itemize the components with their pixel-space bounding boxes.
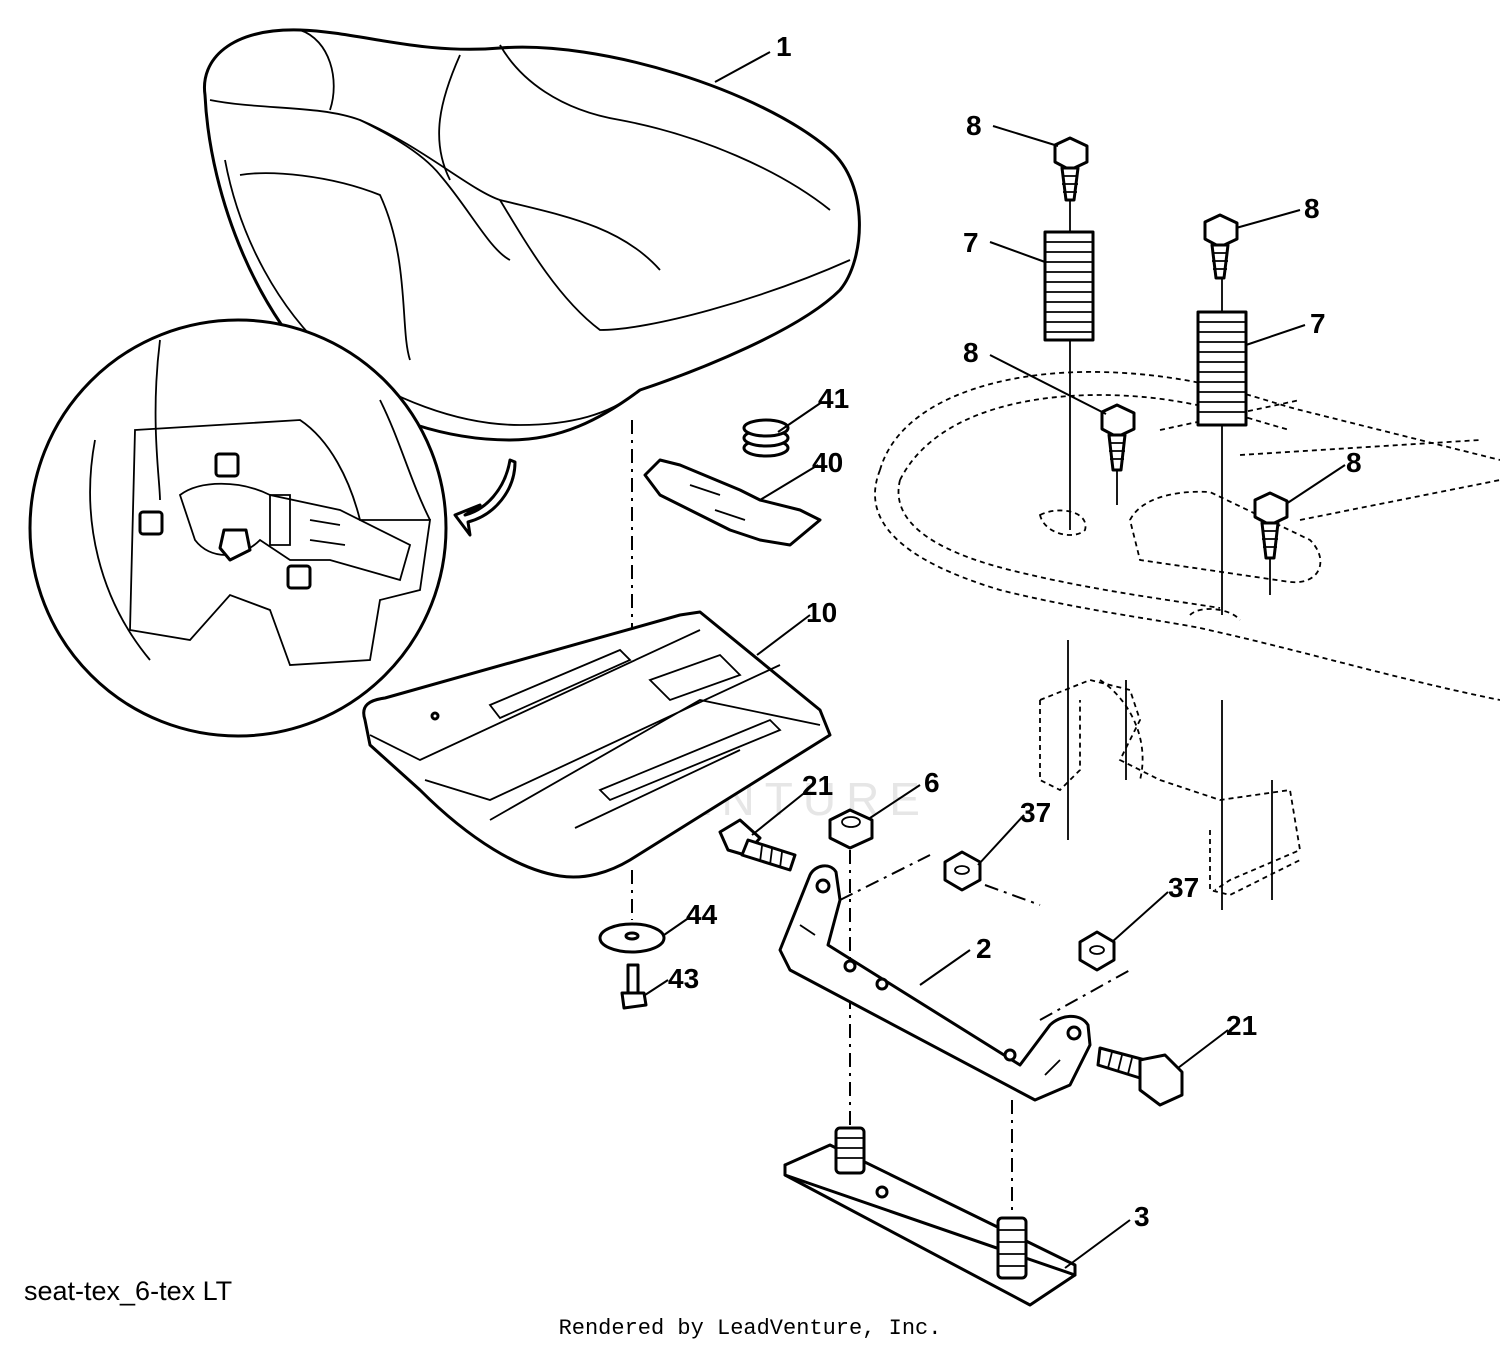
callout-21: 21 xyxy=(1226,1010,1257,1041)
callout-3: 3 xyxy=(1134,1201,1150,1232)
nut-part-6 xyxy=(828,808,874,850)
callout-41: 41 xyxy=(818,383,849,414)
detail-arrow xyxy=(453,458,517,537)
nut-part-37-upper xyxy=(943,850,982,892)
bolt-part-8-top-left xyxy=(1053,136,1089,202)
callout-1: 1 xyxy=(776,31,792,62)
clip-part-40 xyxy=(643,458,822,547)
spring-part-7-left xyxy=(1043,230,1095,342)
mounting-frame-outline xyxy=(874,371,1500,910)
bolt-part-8-top-right xyxy=(1203,213,1239,280)
bolt-part-8-right xyxy=(1253,491,1289,560)
callout-6: 6 xyxy=(924,767,940,798)
bolt-part-43 xyxy=(620,963,648,1010)
spring-part-41 xyxy=(742,418,790,458)
bracket-part-2 xyxy=(778,864,1092,1102)
seat-part-1 xyxy=(202,28,861,442)
callout-8: 8 xyxy=(963,337,979,368)
callout-7: 7 xyxy=(963,227,979,258)
callout-21: 21 xyxy=(802,770,833,801)
callout-8: 8 xyxy=(1346,447,1362,478)
callout-8: 8 xyxy=(1304,193,1320,224)
nut-part-37-lower xyxy=(1078,930,1116,972)
callout-8: 8 xyxy=(966,110,982,141)
callouts: 1 8 7 8 8 7 8 41 40 10 21 6 37 37 44 43 … xyxy=(668,31,1362,1232)
credit-line: Rendered by LeadVenture, Inc. xyxy=(558,1316,942,1341)
callout-7: 7 xyxy=(1310,308,1326,339)
leader-lines xyxy=(644,51,1346,1269)
detail-view xyxy=(28,318,448,738)
bolt-part-21-left xyxy=(718,818,797,872)
spring-part-7-right xyxy=(1196,310,1248,427)
callout-40: 40 xyxy=(812,447,843,478)
callout-37: 37 xyxy=(1168,872,1199,903)
plate-part-3 xyxy=(783,1126,1077,1307)
callout-2: 2 xyxy=(976,933,992,964)
callout-44: 44 xyxy=(686,899,718,930)
diagram-id-label: seat-tex_6-tex LT xyxy=(24,1276,233,1306)
bolt-part-8-middle xyxy=(1100,403,1136,472)
bolt-part-21-right xyxy=(1096,1046,1184,1107)
callout-10: 10 xyxy=(806,597,837,628)
seat-pan-part-10 xyxy=(362,610,832,879)
callout-43: 43 xyxy=(668,963,699,994)
callout-37: 37 xyxy=(1020,797,1051,828)
